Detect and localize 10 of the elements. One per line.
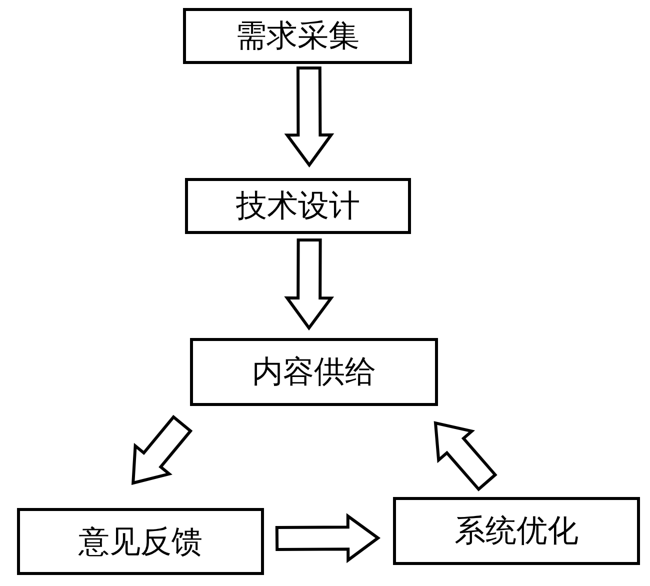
process-box: 系统优化 xyxy=(393,497,640,565)
process-box: 内容供给 xyxy=(190,338,438,406)
process-box: 意见反馈 xyxy=(17,508,264,575)
block-arrow xyxy=(284,238,334,331)
block-arrow xyxy=(284,66,334,168)
process-box: 需求采集 xyxy=(183,8,412,64)
process-box: 技术设计 xyxy=(185,178,411,234)
block-arrow xyxy=(434,421,498,492)
block-arrow xyxy=(275,513,381,564)
block-arrow xyxy=(131,414,193,485)
